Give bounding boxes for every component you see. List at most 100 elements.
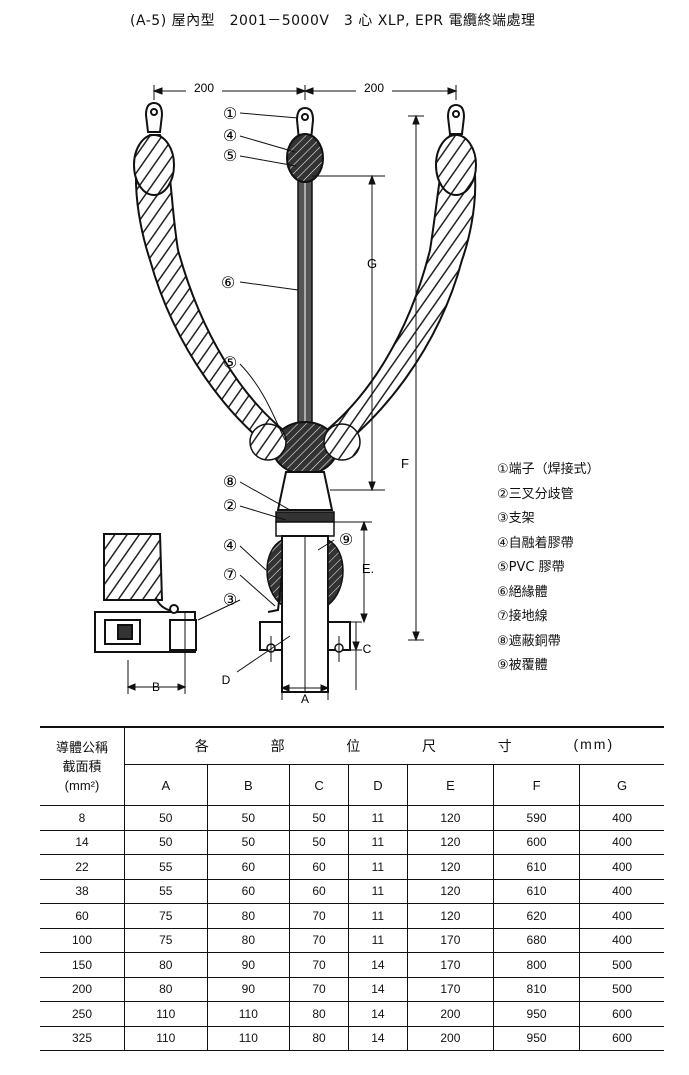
span-word: 各 [194, 738, 211, 754]
legend-item: ⑥絕緣體 [497, 584, 548, 600]
table-cell: 170 [406, 977, 494, 1002]
legend-item: ②三叉分歧管 [497, 486, 574, 502]
table-cell: 60 [206, 854, 290, 880]
table-cell: 110 [124, 1026, 208, 1051]
callout-4-bottom: ④ [223, 536, 237, 555]
table-cell: 80 [124, 977, 208, 1002]
table-cell: 75 [124, 928, 208, 953]
table-cell: 610 [492, 879, 580, 904]
legend-item: ④自融着膠帶 [497, 535, 574, 551]
table-cell: 500 [579, 977, 664, 1002]
row-label-cell: 150 [40, 952, 125, 978]
table-cell: 500 [579, 952, 664, 978]
callout-9: ⑨ [339, 530, 353, 549]
row-label-cell: 250 [40, 1001, 125, 1027]
callout-7: ⑦ [223, 565, 237, 584]
table-cell: 120 [406, 903, 494, 929]
row-label-cell: 14 [40, 830, 125, 855]
table-cell: 600 [579, 1001, 664, 1027]
dimension-label-G: G [367, 256, 377, 271]
legend-item: ①端子（焊接式） [497, 462, 600, 477]
legend-item: ⑧遮蔽銅帶 [497, 633, 561, 649]
table-cell: 90 [206, 977, 290, 1002]
table-cell: 80 [124, 952, 208, 978]
dimension-E [330, 520, 372, 624]
lug-center [295, 106, 315, 141]
column-header: E [406, 764, 494, 806]
dimension-label-F: F [401, 456, 409, 471]
callout-5-top: ⑤ [223, 146, 237, 165]
ground-wire [267, 574, 283, 613]
callout-5-mid: ⑤ [223, 353, 237, 372]
dimension-label-D: D [222, 673, 231, 687]
table-cell: 200 [406, 1001, 494, 1027]
table-cell: 50 [289, 830, 349, 855]
center-stress-bulb [286, 133, 324, 183]
table-cell: 400 [579, 879, 664, 904]
table-cell: 600 [492, 830, 580, 855]
table-cell: 70 [289, 977, 349, 1002]
column-header: C [289, 764, 349, 806]
row-label-cell: 22 [40, 854, 125, 880]
table-cell: 90 [206, 952, 290, 978]
legend-item: ⑤PVC 膠帶 [497, 560, 565, 575]
column-header: F [492, 764, 580, 806]
table-cell: 110 [206, 1026, 290, 1051]
table-cell: 11 [347, 854, 408, 880]
table-cell: 11 [347, 879, 408, 904]
table-cell: 110 [206, 1001, 290, 1027]
row-label-cell: 200 [40, 977, 125, 1002]
lug-right [446, 103, 466, 135]
table-cell: 810 [492, 977, 580, 1002]
legend-item: ⑦接地線 [497, 609, 548, 624]
table-cell: 110 [124, 1001, 208, 1027]
dimension-label-C: C [363, 642, 372, 656]
dimension-C [350, 621, 362, 690]
dimension-A [280, 684, 330, 700]
row-label-line: 導體公稱 [55, 740, 108, 755]
table-cell: 14 [347, 1001, 408, 1027]
callout-6: ⑥ [221, 273, 235, 292]
table-cell: 120 [406, 854, 494, 880]
table-cell: 60 [289, 854, 349, 880]
table-cell: 120 [406, 879, 494, 904]
page-title: (A-5) 屋內型 2001－5000V 3 心 XLP, EPR 電纜終端處理 [130, 13, 536, 29]
table-cell: 610 [492, 854, 580, 880]
table-cell: 70 [289, 903, 349, 929]
legend-item: ③支架 [497, 511, 535, 526]
dimension-label-B: B [152, 680, 160, 694]
table-cell: 55 [124, 854, 208, 880]
table-cell: 11 [347, 928, 408, 953]
table-cell: 950 [492, 1026, 580, 1051]
table-cell: 400 [579, 830, 664, 855]
table-cell: 75 [124, 903, 208, 929]
table-cell: 120 [406, 805, 494, 831]
table-cell: 11 [347, 830, 408, 855]
dimension-G [312, 174, 385, 492]
row-label-cell: 60 [40, 903, 125, 929]
parts-legend: ①端子（焊接式） ②三叉分歧管 ③支架 ④自融着膠帶 ⑤PVC 膠帶 ⑥絕緣體 … [497, 458, 600, 679]
table-cell: 70 [289, 952, 349, 978]
table-cell: 11 [347, 805, 408, 831]
table-cell: 55 [124, 879, 208, 904]
table-cell: 80 [289, 1026, 349, 1051]
callout-3: ③ [223, 590, 237, 609]
table-cell: 14 [347, 952, 408, 978]
table-cell: 590 [492, 805, 580, 831]
table-cell: 200 [406, 1026, 494, 1051]
breakout-boot [276, 471, 334, 511]
table-cell: 50 [124, 805, 208, 831]
row-label-cell: 8 [40, 805, 125, 831]
row-label-line: (mm²) [64, 778, 100, 793]
table-cell: 80 [206, 928, 290, 953]
span-word: 位 [346, 738, 363, 754]
column-header: D [347, 764, 408, 806]
dimension-label-A: A [301, 692, 309, 706]
right-stress-bulb [435, 134, 477, 196]
